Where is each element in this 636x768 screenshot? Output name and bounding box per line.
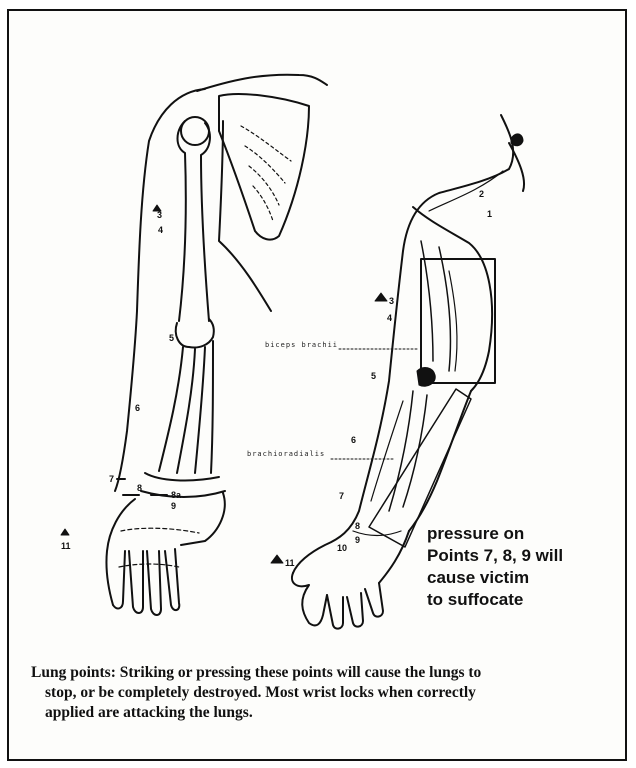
page-frame: 3 4 5 6 7 8 8a 9 11 2 1 3 4 5 6 7 8 9 10… (7, 9, 627, 761)
annotation-line: Points 7, 8, 9 will (427, 545, 627, 567)
right-point-1: 1 (487, 209, 492, 219)
right-point-3: 3 (389, 296, 394, 306)
brachioradialis-label: brachioradialis (247, 450, 325, 458)
right-point-5: 5 (371, 371, 376, 381)
annotation-line: cause victim (427, 567, 627, 589)
right-point-11: 11 (285, 558, 295, 568)
left-point-3: 3 (157, 210, 162, 220)
left-point-7: 7 (109, 474, 114, 484)
caption-line: stop, or be completely destroyed. Most w… (31, 683, 631, 703)
annotation-line: to suffocate (427, 589, 627, 611)
right-point-10: 10 (337, 543, 347, 553)
left-point-8a: 8a (171, 490, 182, 500)
lung-points-caption: Lung points: Striking or pressing these … (31, 663, 631, 723)
annotation-line: pressure on (427, 523, 627, 545)
caption-line: Lung points: Striking or pressing these … (31, 663, 631, 683)
biceps-brachii-label: biceps brachii (265, 341, 338, 349)
left-point-11: 11 (61, 541, 71, 551)
right-point-7: 7 (339, 491, 344, 501)
right-point-9: 9 (355, 535, 360, 545)
caption-line: applied are attacking the lungs. (31, 703, 631, 723)
left-point-4: 4 (158, 225, 163, 235)
right-point-4: 4 (387, 313, 392, 323)
pressure-annotation: pressure on Points 7, 8, 9 will cause vi… (427, 523, 627, 611)
left-point-6: 6 (135, 403, 140, 413)
left-arm-point-labels: 3 4 5 6 7 8 8a 9 11 (61, 210, 182, 551)
left-point-9: 9 (171, 501, 176, 511)
left-point-8: 8 (137, 483, 142, 493)
right-point-2: 2 (479, 189, 484, 199)
left-point-5: 5 (169, 333, 174, 343)
right-point-6: 6 (351, 435, 356, 445)
right-point-8: 8 (355, 521, 360, 531)
